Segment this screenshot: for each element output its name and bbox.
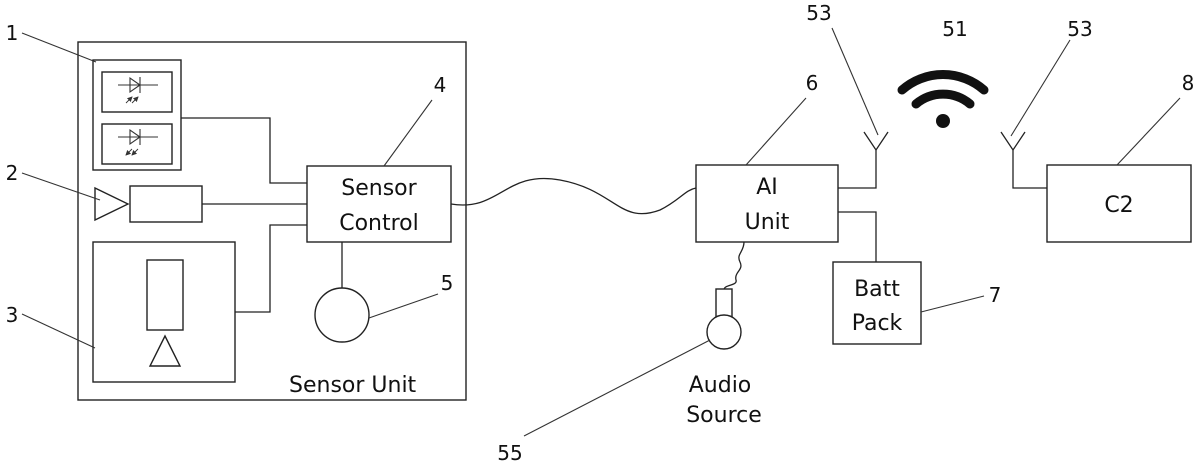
ref-7: 7 (989, 283, 1002, 307)
photodiode-icon (118, 128, 158, 156)
leader-5 (368, 293, 439, 319)
ref-6: 6 (806, 71, 819, 95)
antenna-icon (863, 131, 889, 152)
sensor-control-line2: Control (339, 211, 419, 236)
antenna-icon (1000, 131, 1026, 152)
leader-53-left (831, 27, 879, 136)
leader-4 (383, 99, 433, 167)
camera-triangle (148, 334, 182, 367)
ref-4: 4 (434, 73, 447, 97)
c2-box (1046, 164, 1192, 243)
microphone-icon (314, 287, 370, 343)
c2-label: C2 (1104, 193, 1133, 218)
camera-lens-body (146, 259, 184, 331)
ref-3: 3 (6, 303, 19, 327)
audio-cable (723, 241, 745, 291)
ref-53-left: 53 (806, 1, 831, 25)
leader-1 (21, 32, 97, 63)
audio-source-line1: Audio (689, 373, 752, 398)
microphone-icon (706, 314, 742, 350)
batt-pack-box (832, 261, 922, 345)
photodiode-upper (101, 71, 173, 113)
ref-8: 8 (1182, 71, 1195, 95)
sensor-cable (450, 177, 697, 215)
leader-2 (21, 172, 101, 201)
ref-53-right: 53 (1067, 17, 1092, 41)
ai-unit-line1: AI (756, 175, 778, 200)
ref-55: 55 (497, 441, 522, 465)
emitter-triangle (94, 186, 130, 222)
ref-5: 5 (441, 271, 454, 295)
leader-55 (523, 339, 711, 437)
antenna-left-wire (838, 150, 877, 189)
camera-wire (235, 224, 307, 313)
batt-pack-line2: Pack (852, 311, 903, 336)
emitter-box (129, 185, 203, 223)
ai-unit-box (695, 164, 839, 243)
leader-3 (21, 313, 96, 349)
battery-wire (838, 211, 877, 262)
leader-53-right (1010, 39, 1071, 137)
photodiode-lower (101, 123, 173, 165)
audio-source-line2: Source (686, 403, 762, 428)
wifi-icon (897, 70, 989, 128)
ref-2: 2 (6, 161, 19, 185)
ref-1: 1 (6, 21, 19, 45)
leader-6 (745, 97, 807, 166)
leader-8 (1116, 97, 1181, 166)
leader-7 (920, 295, 985, 313)
ai-unit-line2: Unit (745, 210, 790, 235)
photodiode-icon (118, 76, 158, 104)
ref-51: 51 (942, 17, 967, 41)
antenna-right-wire (1012, 150, 1047, 189)
sensor-unit-label: Sensor Unit (289, 373, 417, 398)
optical-wire (181, 117, 307, 184)
batt-pack-line1: Batt (854, 277, 900, 302)
sensor-control-line1: Sensor (341, 176, 417, 201)
